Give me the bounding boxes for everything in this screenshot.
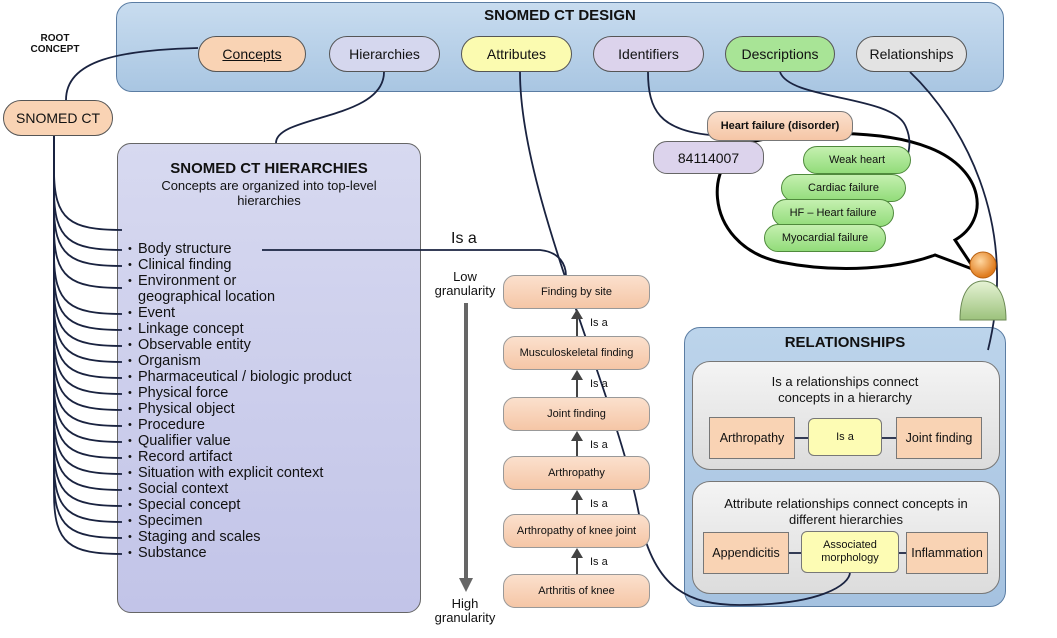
hierarchy-item: Situation with explicit context: [128, 465, 418, 481]
hierarchy-item: Procedure: [128, 417, 418, 433]
hierarchy-item: Special concept: [128, 497, 418, 513]
isa-chain-label: Is a: [590, 439, 608, 451]
user-icon: [959, 251, 1007, 321]
isa-chain-node: Finding by site: [503, 275, 650, 309]
hierarchy-item: Event: [128, 305, 418, 321]
isa-section-text: Is a relationships connect concepts in a…: [771, 374, 919, 405]
isa-chain-label: Is a: [590, 378, 608, 390]
hierarchy-item: Observable entity: [128, 337, 418, 353]
tab-identifiers[interactable]: Identifiers: [593, 36, 704, 72]
hierarchy-item: Clinical finding: [128, 257, 418, 273]
attribute-target-node: Inflammation: [906, 532, 988, 574]
synonym-cardiac-failure: Cardiac failure: [781, 174, 906, 202]
isa-chain-node: Arthritis of knee: [503, 574, 650, 608]
isa-target-node: Joint finding: [896, 417, 982, 459]
synonym-myocardial-failure: Myocardial failure: [764, 224, 886, 252]
isa-chain-node: Musculoskeletal finding: [503, 336, 650, 370]
hierarchy-item: Social context: [128, 481, 418, 497]
isa-chain-label: Is a: [590, 556, 608, 568]
hierarchy-item: Environment or geographical location: [128, 273, 318, 305]
isa-chain-node: Joint finding: [503, 397, 650, 431]
synonym-hf-heart-failure: HF – Heart failure: [772, 199, 894, 227]
synonym-weak-heart: Weak heart: [803, 146, 911, 174]
hierarchy-list: Body structureClinical findingEnvironmen…: [128, 241, 418, 561]
hierarchy-item: Organism: [128, 353, 418, 369]
tab-attributes[interactable]: Attributes: [461, 36, 572, 72]
hierarchy-item: Staging and scales: [128, 529, 418, 545]
hierarchy-item: Linkage concept: [128, 321, 418, 337]
hierarchy-item: Record artifact: [128, 449, 418, 465]
design-title: SNOMED CT DESIGN: [484, 7, 636, 24]
isa-chain-label: Is a: [590, 498, 608, 510]
concept-id-node: 84114007: [653, 141, 764, 174]
tab-descriptions[interactable]: Descriptions: [725, 36, 835, 72]
hierarchy-item: Substance: [128, 545, 418, 561]
low-granularity-label: Low granularity: [434, 269, 496, 298]
root-concept-node[interactable]: SNOMED CT: [3, 100, 113, 136]
isa-relation-node: Is a: [808, 418, 882, 456]
isa-chain-node: Arthropathy: [503, 456, 650, 490]
hierarchy-item: Physical object: [128, 401, 418, 417]
hierarchy-item: Qualifier value: [128, 433, 418, 449]
attribute-section-text: Attribute relationships connect concepts…: [724, 496, 968, 527]
hierarchy-item: Pharmaceutical / biologic product: [128, 369, 418, 385]
tab-concepts[interactable]: Concepts: [198, 36, 306, 72]
attribute-relation-node: Associated morphology: [801, 531, 899, 573]
fsn-node: Heart failure (disorder): [707, 111, 853, 141]
hierarchies-title: SNOMED CT HIERARCHIES: [170, 160, 368, 177]
hierarchy-item: Body structure: [128, 241, 418, 257]
hierarchy-item: Physical force: [128, 385, 418, 401]
hierarchy-item: Specimen: [128, 513, 418, 529]
attribute-source-node: Appendicitis: [703, 532, 789, 574]
isa-source-node: Arthropathy: [709, 417, 795, 459]
relationships-title: RELATIONSHIPS: [784, 334, 906, 351]
tab-hierarchies[interactable]: Hierarchies: [329, 36, 440, 72]
tab-relationships[interactable]: Relationships: [856, 36, 967, 72]
isa-chain-node: Arthropathy of knee joint: [503, 514, 650, 548]
hierarchies-subtitle: Concepts are organized into top-level hi…: [161, 178, 377, 208]
root-concept-label: ROOT CONCEPT: [30, 33, 80, 55]
is-a-label: Is a: [451, 230, 477, 247]
isa-chain-label: Is a: [590, 317, 608, 329]
high-granularity-label: High granularity: [434, 596, 496, 625]
